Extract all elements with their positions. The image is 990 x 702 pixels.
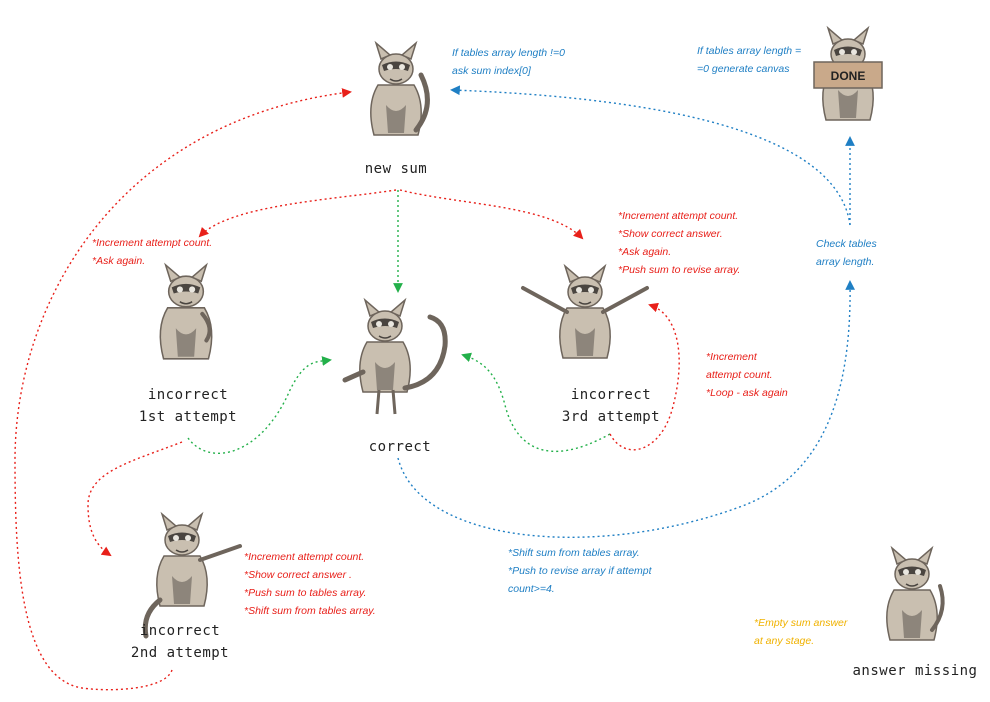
- note-done: If tables array length = =0 generate can…: [697, 45, 802, 75]
- state-label-correct: correct: [350, 436, 450, 458]
- cat-pointing-icon: [142, 513, 242, 639]
- done-sign-text: DONE: [831, 69, 866, 83]
- arrow-correct-to-check: [397, 280, 856, 538]
- answer-missing-label: answer missing: [852, 663, 978, 679]
- incorrect-3-line2: 3rd attempt: [561, 409, 661, 425]
- note-loop: *Increment attempt count. *Loop - ask ag…: [706, 351, 788, 399]
- cat-standing-icon: [886, 547, 945, 641]
- incorrect-1-line2: 1st attempt: [138, 409, 238, 425]
- state-label-incorrect-1: incorrect 1st attempt: [128, 384, 248, 428]
- arrow-check-to-new-sum: [450, 85, 851, 226]
- arrow-new-sum-to-incorrect-3: [399, 189, 584, 240]
- note-empty-answer: *Empty sum answer at any stage.: [754, 617, 848, 647]
- arrow-new-sum-to-incorrect-1: [198, 189, 397, 238]
- note-incorrect-1: *Increment attempt count. *Ask again.: [92, 237, 213, 267]
- incorrect-3-line1: incorrect: [570, 387, 652, 403]
- cat-thumbs-up-icon: [342, 299, 448, 415]
- arrow-incorrect-2-to-new-sum: [14, 88, 352, 691]
- state-label-incorrect-3: incorrect 3rd attempt: [546, 384, 676, 428]
- incorrect-2-line1: incorrect: [139, 623, 221, 639]
- new-sum-label: new sum: [364, 161, 428, 177]
- arrows: [14, 85, 856, 691]
- cat-done-sign-icon: DONE: [813, 27, 883, 121]
- cat-sitting-icon: [370, 42, 430, 136]
- note-incorrect-2: *Increment attempt count. *Show correct …: [244, 551, 376, 617]
- cat-arms-out-icon: [521, 265, 649, 359]
- cat-thinking-icon: [159, 264, 213, 360]
- state-label-incorrect-2: incorrect 2nd attempt: [120, 620, 240, 664]
- arrow-incorrect-3-to-correct: [461, 352, 611, 452]
- state-label-answer-missing: answer missing: [840, 660, 990, 682]
- arrow-incorrect-1-to-correct: [187, 356, 332, 454]
- incorrect-1-line1: incorrect: [147, 387, 229, 403]
- note-check-tables: Check tables array length.: [816, 238, 877, 268]
- note-incorrect-3: *Increment attempt count. *Show correct …: [618, 210, 741, 276]
- note-correct: *Shift sum from tables array. *Push to r…: [508, 547, 652, 595]
- correct-label: correct: [368, 439, 432, 455]
- arrow-loop-incorrect-3: [609, 302, 680, 451]
- arrow-incorrect-1-to-incorrect-2: [87, 441, 183, 557]
- note-new-sum: If tables array length !=0 ask sum index…: [452, 47, 565, 77]
- incorrect-2-line2: 2nd attempt: [130, 645, 230, 661]
- state-label-new-sum: new sum: [346, 158, 446, 180]
